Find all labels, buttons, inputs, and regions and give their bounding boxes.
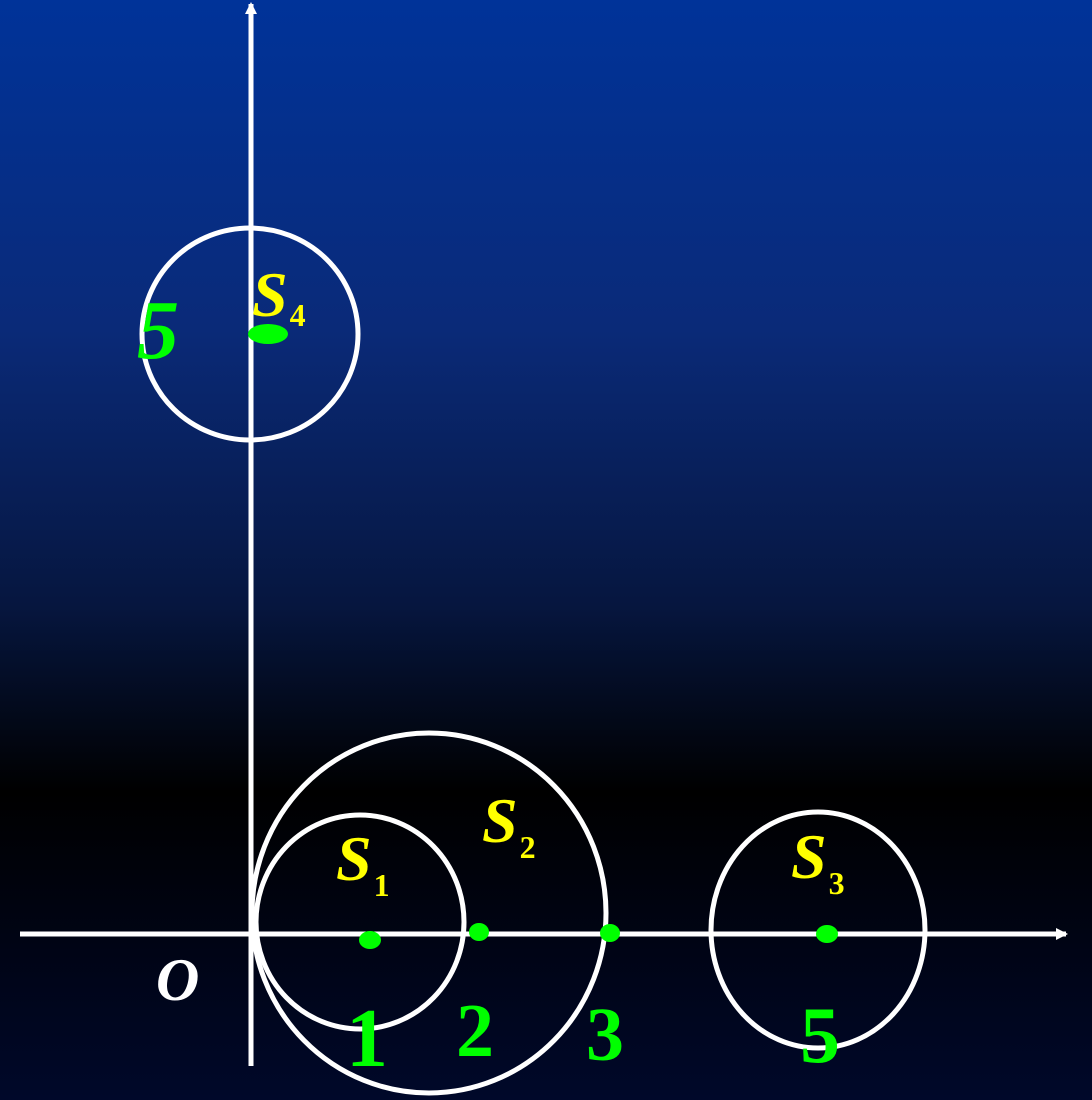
point-3: [600, 924, 620, 942]
label-s1: S1: [336, 823, 390, 903]
point-s4: [248, 324, 288, 344]
circle-s3: [708, 809, 928, 1051]
point-2: [469, 923, 489, 941]
number-5-right: 5: [800, 992, 840, 1080]
number-3: 3: [586, 993, 624, 1077]
label-s2: S2: [482, 785, 536, 865]
circle-s4: [139, 225, 361, 443]
number-5-left: 5: [137, 284, 179, 377]
number-2: 2: [456, 989, 494, 1073]
point-s3: [816, 925, 838, 943]
label-origin: O: [156, 947, 199, 1013]
point-s1: [359, 931, 381, 949]
number-1: 1: [346, 992, 388, 1085]
label-s3: S3: [791, 821, 845, 901]
label-s4: S4: [252, 259, 306, 333]
circle-s1: [253, 812, 467, 1032]
circle-s2: [249, 730, 609, 1096]
